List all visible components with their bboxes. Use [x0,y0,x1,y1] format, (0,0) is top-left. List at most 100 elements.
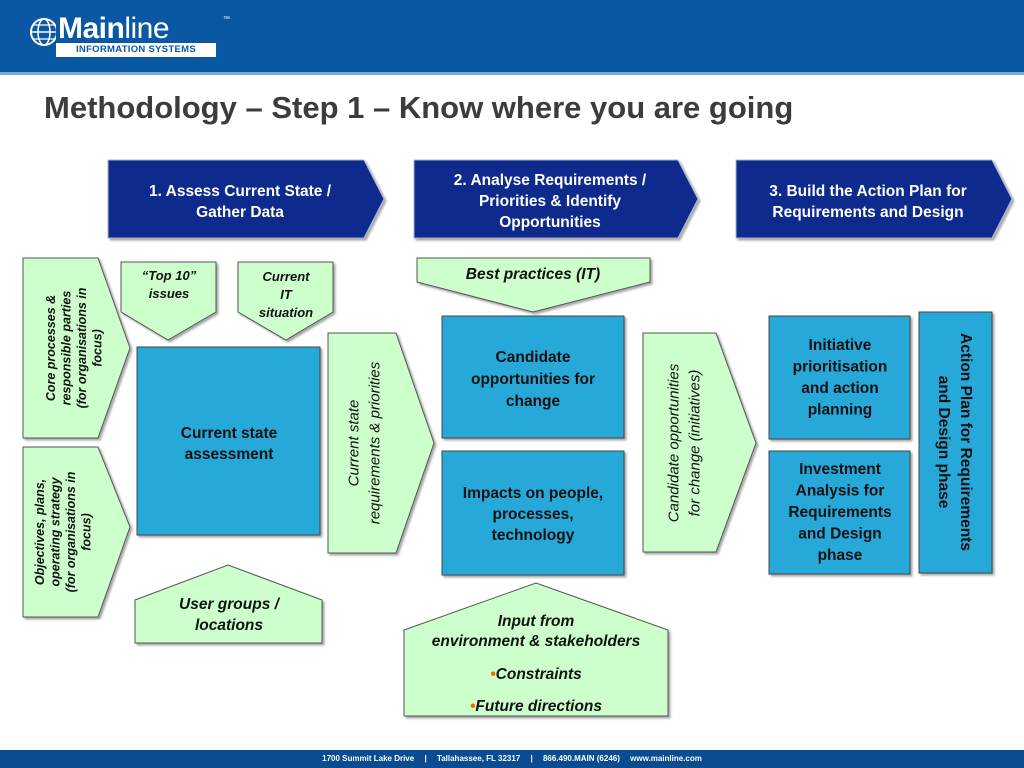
text-line: Priorities & Identify [479,193,621,210]
text-line: opportunities for [471,371,595,388]
text-line: Analysis for [796,483,885,500]
text-line: (for organisations in [75,287,89,408]
text-line: Core processes & [44,295,58,401]
current-state-box: Current state assessment [136,346,321,536]
text-line: Current state [181,425,278,442]
text-line: situation [259,305,313,320]
text-line: Input from [498,613,575,630]
text-line: (for organisations in [64,471,78,592]
text-line: “Top 10” [142,268,197,283]
user-groups-label: User groups / locations [179,596,281,634]
logo-subtitle: INFORMATION SYSTEMS [56,43,216,57]
text-line: technology [492,527,575,544]
logo-trademark: ™ [223,16,230,23]
constraints-item: •Constraints [490,666,582,683]
impacts-box: Impacts on people, processes, technology [441,450,625,576]
text-line: Action Plan for Requirements [957,333,974,551]
future-directions-item: •Future directions [470,698,602,715]
text-line: Initiative [809,337,872,354]
step-2-chevron: 2. Analyse Requirements / Priorities & Id… [413,159,699,239]
impacts-label: Impacts on people, processes, technology [463,485,603,544]
footer-website[interactable]: www.mainline.com [630,754,702,763]
step-2-label: 2. Analyse Requirements / Priorities & Id… [454,172,647,231]
top10-arrow: “Top 10” issues [120,261,217,341]
environment-input-arrow: Input from environment & stakeholders •Co… [403,582,669,717]
best-practices-arrow: Best practices (IT) [416,257,651,313]
candidate-opportunities-box: Candidate opportunities for change [441,315,625,439]
best-practices-label: Best practices (IT) [466,266,600,283]
user-groups-arrow: User groups / locations [134,564,323,644]
text-line: environment & stakeholders [432,633,641,650]
text-line: Requirements [788,504,891,521]
text-line: locations [195,617,263,634]
initiative-label: Initiative prioritisation and action planni… [793,337,888,419]
environment-input-label: Input from environment & stakeholders [432,613,641,650]
mainline-logo[interactable]: Mainline ™ INFORMATION SYSTEMS [28,12,248,62]
text-line: and Design [798,526,882,543]
text-line: 1. Assess Current State / [149,183,332,200]
text-line: issues [149,286,189,301]
text-line: operating strategy [48,476,62,586]
text-line: planning [808,402,873,419]
page-title: Methodology – Step 1 – Know where you ar… [44,90,794,125]
logo-wordmark: Mainline [58,12,170,45]
text-line: responsible parties [59,291,73,406]
text-line: Opportunities [499,214,601,231]
text-line: Candidate opportunities [666,363,683,522]
text-line: Current [263,269,311,284]
step-1-chevron: 1. Assess Current State / Gather Data [107,159,385,239]
text-line: for change (initiatives) [687,370,704,517]
footer-phone: 866.490.MAIN (6246) [542,754,620,763]
footer-bar: 1700 Summit Lake Drive | Tallahassee, FL… [0,750,1024,768]
text-line: and Design phase [935,376,952,509]
core-processes-arrow: Core processes &responsible parties(for … [22,257,131,439]
header-bar: Mainline ™ INFORMATION SYSTEMS [0,0,1024,75]
text-line: Candidate [496,349,571,366]
globe-icon [30,18,56,46]
core-processes-label: Core processes &responsible parties(for … [44,287,105,408]
initiative-box: Initiative prioritisation and action planni… [768,315,911,440]
objectives-arrow: Objectives, plans,operating strategy(for… [22,446,131,618]
text-line: assessment [185,446,274,463]
text-line: Gather Data [196,204,284,221]
text-line: 3. Build the Action Plan for [769,183,967,200]
footer-address: 1700 Summit Lake Drive [322,754,415,763]
text-line: IT [280,287,293,302]
current-state-label: Current state assessment [181,425,278,463]
footer-city: Tallahassee, FL 32317 [436,754,521,763]
footer-separator: | [424,754,427,763]
candidate-opportunities-label: Candidate opportunities for change [471,349,595,410]
objectives-label: Objectives, plans,operating strategy(for… [33,471,94,592]
top10-label: “Top 10” issues [142,268,197,301]
text-line: User groups / [179,596,281,613]
text-line: requirements & priorities [367,361,384,524]
text-line: processes, [493,506,574,523]
text-line: and action [801,380,879,397]
step-1-label: 1. Assess Current State / Gather Data [149,183,332,221]
text-line: change [506,393,561,410]
text-line: phase [818,547,863,564]
action-plan-label: Action Plan for Requirements and Design p… [935,333,974,551]
text-line: prioritisation [793,359,888,376]
action-plan-box: Action Plan for Requirements and Design p… [918,311,993,574]
text-line: Best practices (IT) [466,266,600,283]
text-line: focus) [79,513,93,551]
text-line: 2. Analyse Requirements / [454,172,647,189]
text-line: Current state [346,400,363,487]
text-line: Requirements and Design [772,204,963,221]
text-line: focus) [90,329,104,367]
text-line: Impacts on people, [463,485,603,502]
text-line: Investment [799,461,881,478]
footer-separator: | [530,754,533,763]
